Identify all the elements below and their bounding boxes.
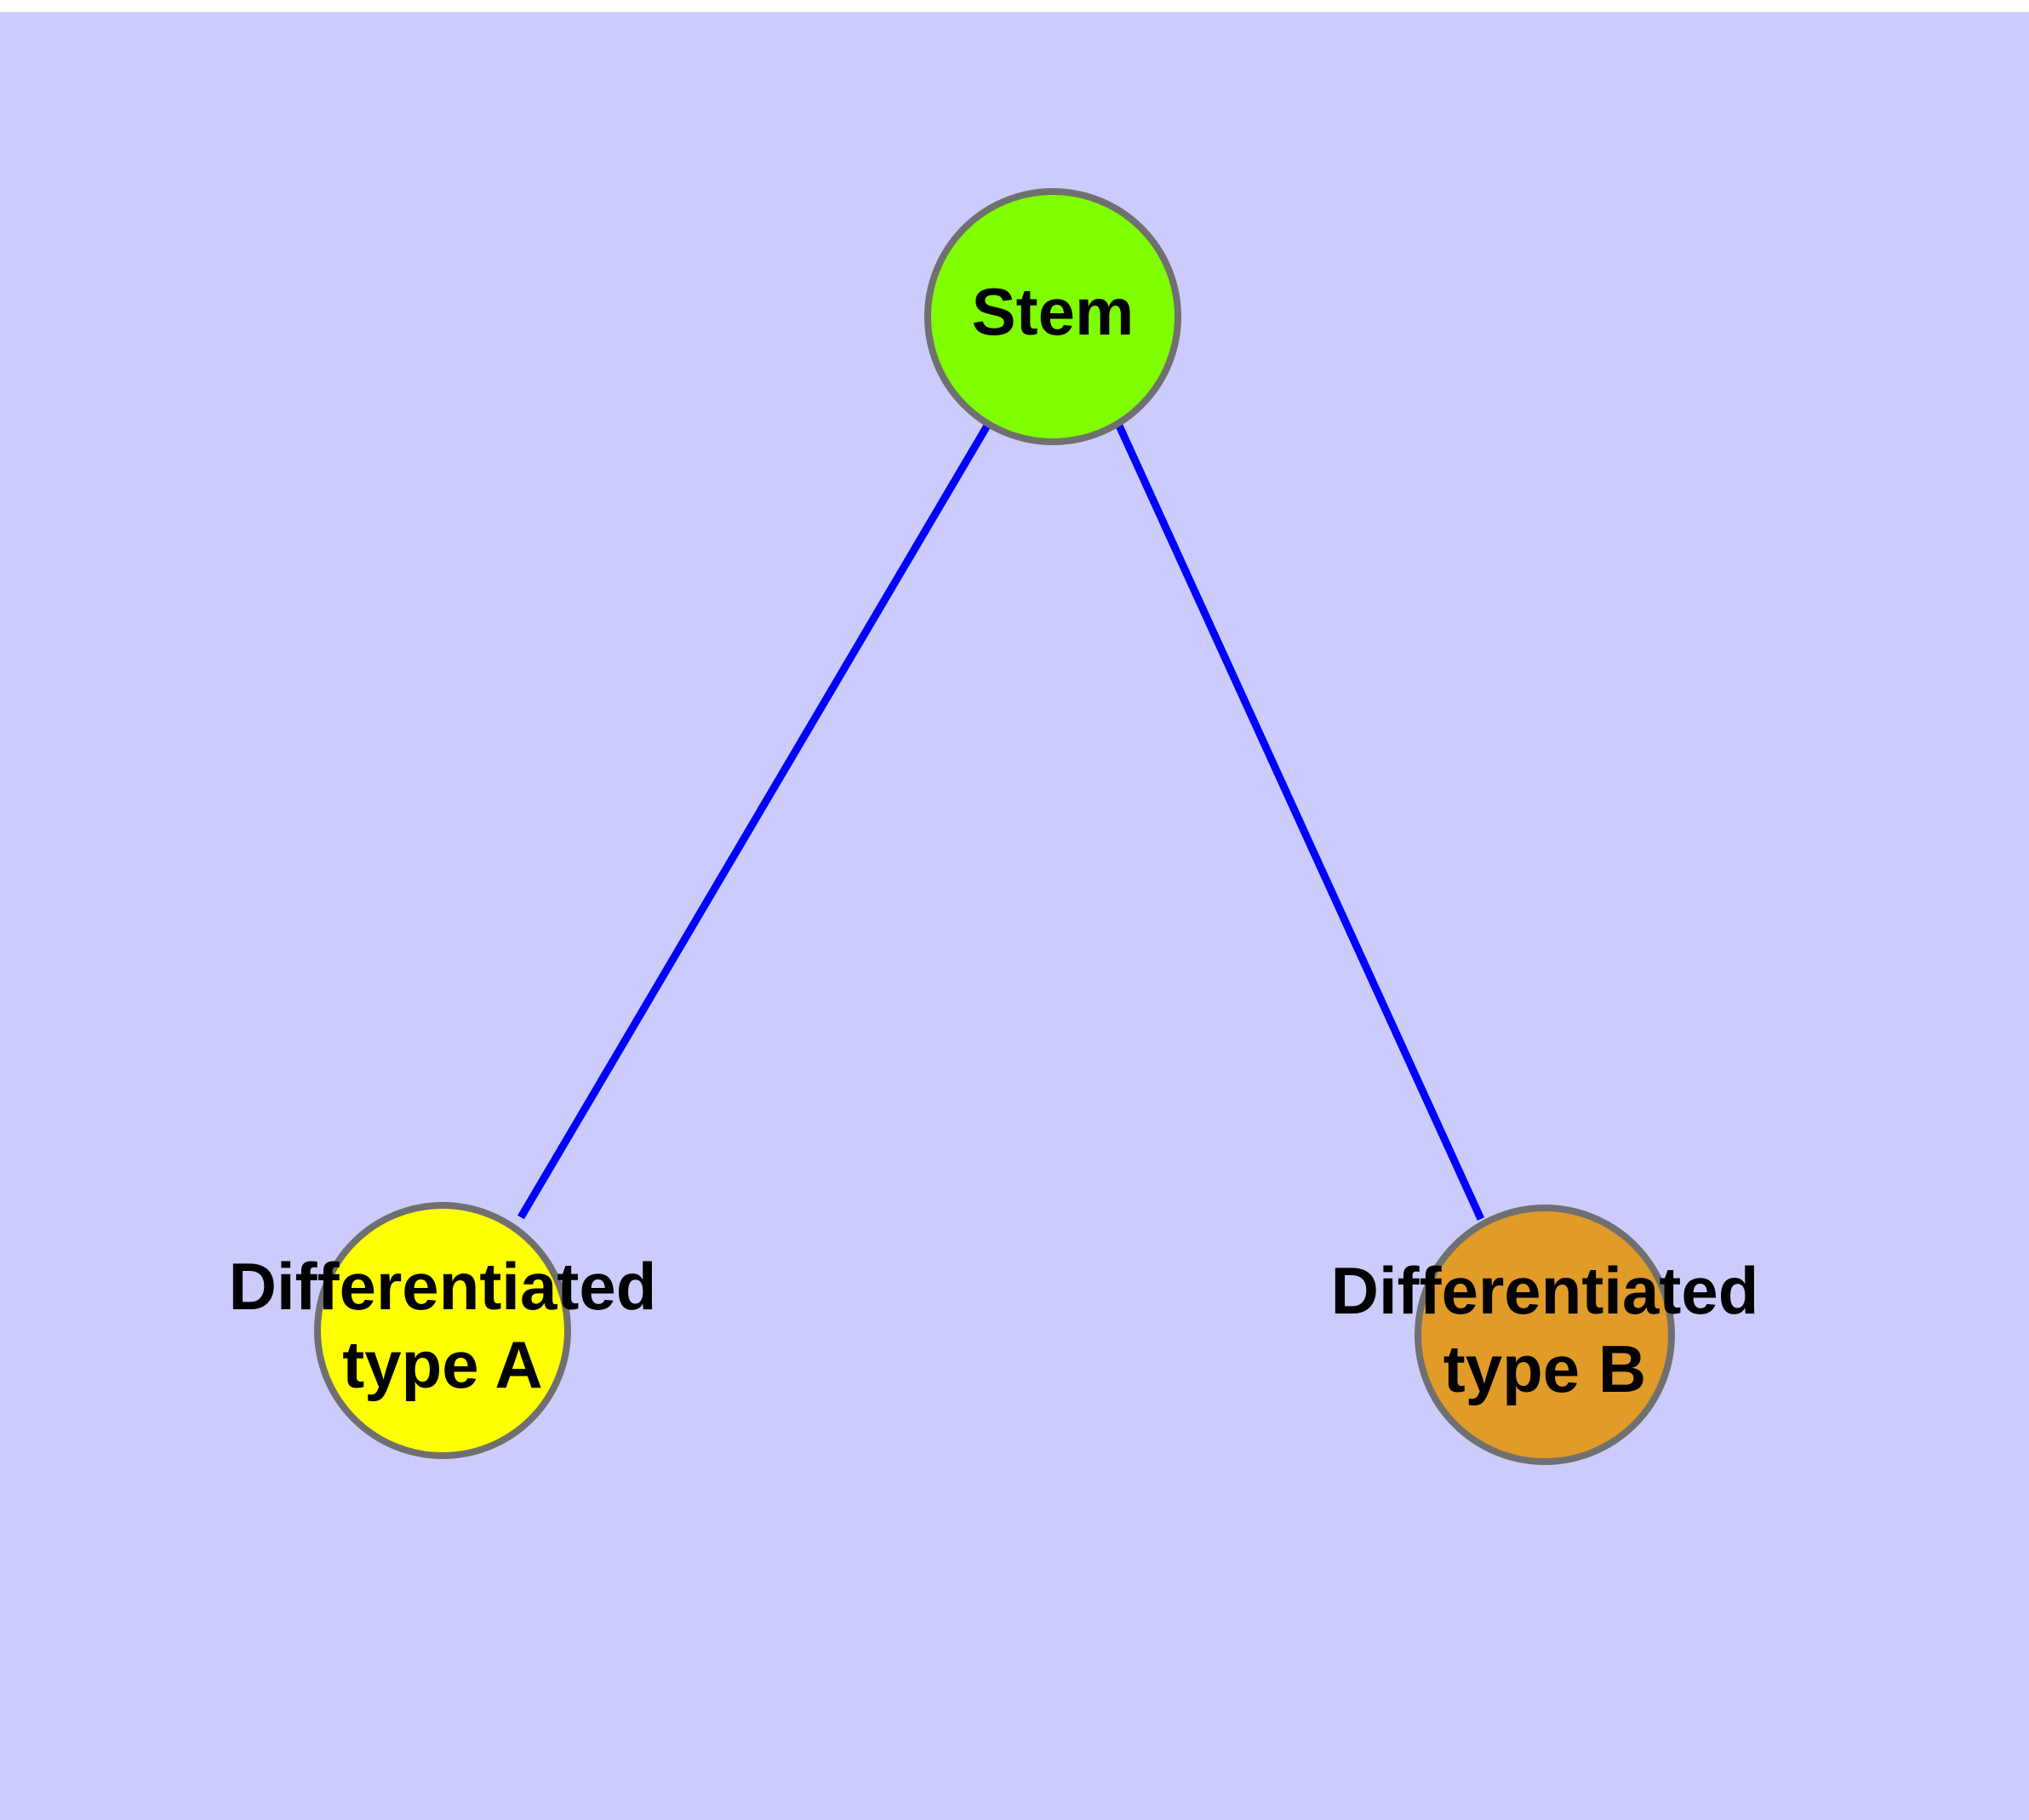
node-stem[interactable]: Stem (924, 188, 1181, 445)
node-stem-label: Stem (972, 274, 1135, 349)
edges-layer (517, 423, 1485, 1221)
edge-stem-to-differentiated-type-b[interactable] (1115, 424, 1485, 1221)
node-stem-circle[interactable] (924, 188, 1181, 445)
node-differentiated-type-b-circle[interactable] (1415, 1205, 1675, 1465)
edge-stem-to-differentiated-type-a[interactable] (517, 423, 991, 1220)
node-differentiated-type-a-circle[interactable] (314, 1202, 571, 1459)
